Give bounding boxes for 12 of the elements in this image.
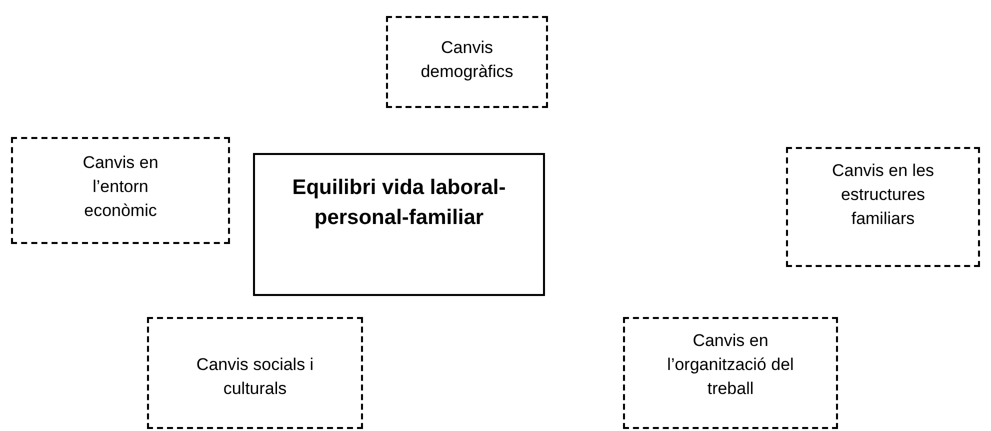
box-label: Canvis en l’organització del treball bbox=[666, 330, 795, 400]
dashed-box bbox=[786, 147, 980, 267]
box-label: Canvis demogràfics bbox=[420, 37, 514, 83]
dashed-box bbox=[623, 317, 838, 429]
box-label: Canvis socials i culturals bbox=[195, 354, 315, 400]
central-box bbox=[253, 153, 545, 296]
box-label: Canvis en l’entorn econòmic bbox=[82, 152, 160, 222]
dashed-box bbox=[386, 16, 548, 108]
dashed-box bbox=[147, 317, 363, 429]
dashed-box bbox=[11, 137, 230, 244]
box-label: Canvis en les estructures familiars bbox=[830, 160, 936, 230]
central-title: Equilibri vida laboral-personal-familiar bbox=[291, 175, 507, 231]
